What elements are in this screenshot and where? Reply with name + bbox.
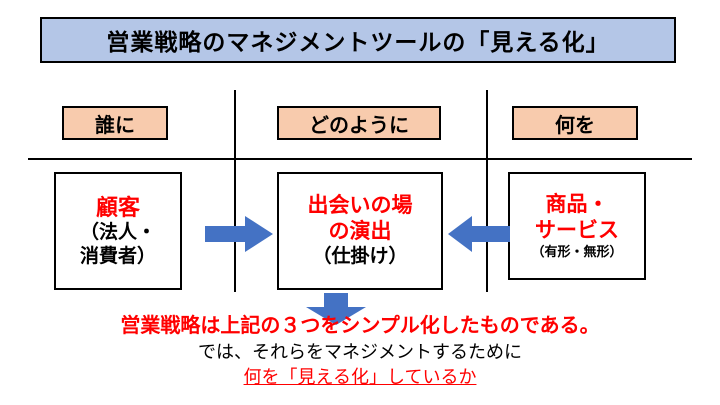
arrow-down-icon xyxy=(306,293,366,325)
customer-sub-label: （法人・ 消費者） xyxy=(79,222,156,267)
content-box-meeting: 出会いの場 の演出 （仕掛け） xyxy=(277,172,443,290)
content-box-customer: 顧客 （法人・ 消費者） xyxy=(54,172,182,290)
vertical-divider-left xyxy=(234,90,236,292)
product-main-label: 商品・ サービス xyxy=(535,192,619,242)
footer-question-lead: では、それらをマネジメントするために xyxy=(198,342,522,362)
header-box-who: 誰に xyxy=(62,106,168,140)
arrow-right-icon xyxy=(205,216,273,252)
horizontal-divider xyxy=(28,158,692,160)
page-title: 営業戦略のマネジメントツールの「見える化」 xyxy=(40,17,676,63)
meeting-main-label: 出会いの場 の演出 xyxy=(307,193,413,244)
footer-question-underlined: 何を「見える化」しているか xyxy=(243,367,477,387)
arrow-left-icon xyxy=(448,216,510,252)
footer-statement: 営業戦略は上記の３つをシンプル化したものである。 xyxy=(120,315,600,337)
meeting-sub-label: （仕掛け） xyxy=(312,246,408,268)
header-box-how: どのように xyxy=(277,106,441,140)
header-box-what: 何を xyxy=(512,106,638,140)
customer-main-label: 顧客 xyxy=(95,194,140,220)
content-box-product: 商品・ サービス （有形・無形） xyxy=(508,172,646,280)
vertical-divider-right xyxy=(486,90,488,292)
product-sub-label: （有形・無形） xyxy=(531,244,623,260)
